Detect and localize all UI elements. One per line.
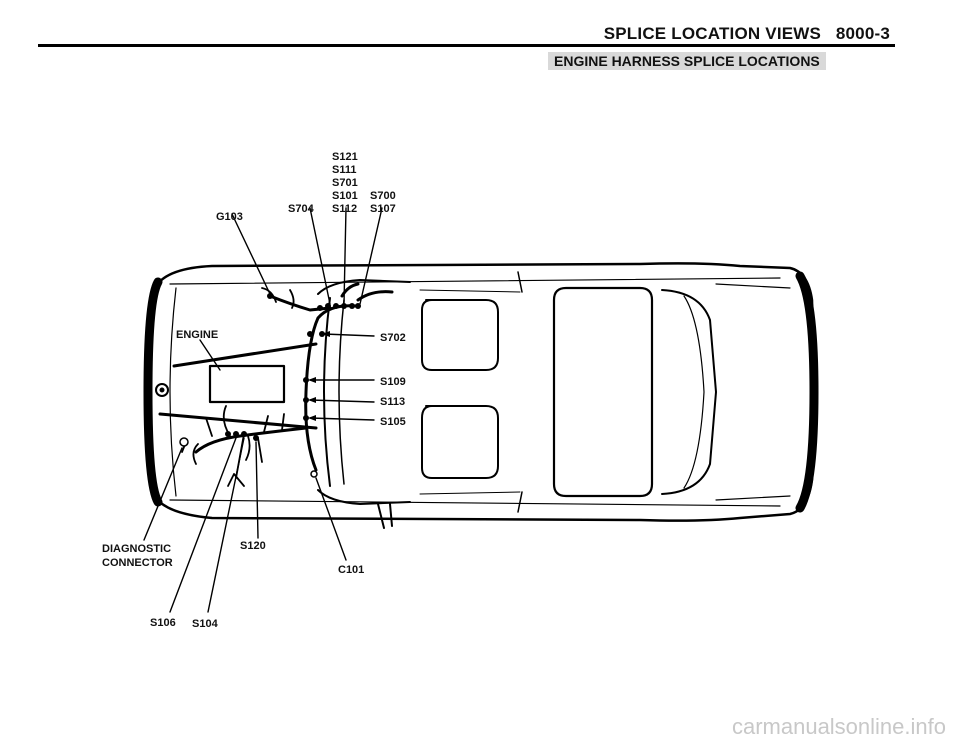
- label-g103: G103: [216, 211, 243, 223]
- car-body: [143, 262, 819, 529]
- splice-labels: S121 S111 S701 S101 S112 S700 S107 S704 …: [102, 151, 406, 630]
- label-s111: S111: [332, 164, 356, 176]
- label-diagnostic: DIAGNOSTIC: [102, 543, 171, 555]
- watermark: carmanualsonline.info: [731, 714, 946, 739]
- header-rule: [38, 44, 895, 47]
- section-title: ENGINE HARNESS SPLICE LOCATIONS: [548, 52, 826, 70]
- splice-points: [225, 293, 361, 441]
- label-connector: CONNECTOR: [102, 557, 173, 569]
- label-s105: S105: [380, 416, 406, 428]
- label-s109: S109: [380, 376, 406, 388]
- label-s704: S704: [288, 203, 315, 215]
- label-s700: S700: [370, 190, 396, 202]
- label-s113: S113: [380, 396, 405, 408]
- leader-lines: [143, 207, 383, 613]
- leader-arrowheads: [308, 331, 330, 421]
- label-c101: C101: [338, 564, 364, 576]
- c101-connector-symbol: [310, 470, 318, 478]
- label-s121: S121: [332, 151, 358, 163]
- label-s106: S106: [150, 617, 176, 629]
- harness-branches: [181, 287, 295, 487]
- label-s112: S112: [332, 203, 357, 215]
- harness-trunk: [194, 282, 394, 472]
- page-title: SPLICE LOCATION VIEWS 8000-3: [604, 24, 890, 44]
- label-s101: S101: [332, 190, 358, 202]
- page-number: 8000-3: [835, 24, 890, 43]
- label-s702: S702: [380, 332, 406, 344]
- diagnostic-connector-symbol: [179, 437, 189, 447]
- label-s104: S104: [192, 618, 219, 630]
- label-s701: S701: [332, 177, 358, 189]
- label-engine: ENGINE: [176, 329, 218, 341]
- page-title-text: SPLICE LOCATION VIEWS: [603, 24, 822, 43]
- label-s107: S107: [370, 203, 396, 215]
- label-s120: S120: [240, 540, 266, 552]
